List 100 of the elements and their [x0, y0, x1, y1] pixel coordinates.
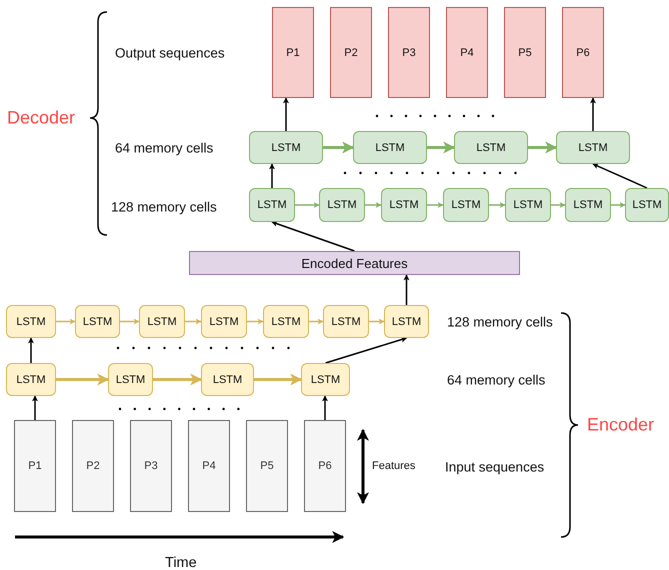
node-label: P1: [286, 46, 300, 58]
node-label: LSTM: [392, 316, 422, 328]
lstm-cell: [319, 188, 365, 222]
row-label: Output sequences: [115, 46, 225, 60]
arrow: [56, 318, 76, 324]
lstm-cell: [556, 131, 630, 164]
node-label: P6: [576, 46, 590, 58]
node-label: LSTM: [209, 316, 239, 328]
lstm-cell: [323, 305, 369, 338]
lstm-cell: [6, 363, 56, 396]
lstm-cell: [565, 188, 611, 222]
node-label: LSTM: [16, 374, 46, 386]
arrow: [369, 318, 385, 324]
output-block: [388, 7, 430, 98]
arrow: [120, 318, 140, 324]
lstm-cell: [384, 305, 429, 338]
section-title: Encoder: [587, 414, 654, 436]
node-label: P3: [402, 46, 416, 58]
node-label: LSTM: [271, 316, 301, 328]
arrow: [247, 318, 264, 324]
node-label: P2: [344, 46, 358, 58]
node-label: LSTM: [82, 316, 112, 328]
arrow: [269, 163, 275, 188]
row-label: Input sequences: [445, 460, 544, 474]
node-label: LSTM: [16, 316, 46, 328]
lstm-cell: [108, 363, 153, 396]
node-label: LSTM: [212, 374, 242, 386]
input-block: [188, 420, 230, 512]
lstm-cell: [301, 363, 350, 396]
axis-label: Time: [165, 555, 197, 570]
arrow: [309, 318, 324, 324]
node-label: LSTM: [573, 199, 603, 211]
node-label: LSTM: [375, 142, 405, 154]
arrow: [295, 202, 320, 208]
arrow: [153, 374, 202, 386]
lstm-cell: [201, 305, 247, 338]
arrow: [254, 374, 302, 386]
node-label: LSTM: [389, 199, 419, 211]
output-block: [504, 7, 546, 98]
lstm-cell: [353, 131, 427, 164]
node-label: LSTM: [513, 199, 543, 211]
arrow: [590, 97, 596, 131]
lstm-cell: [381, 188, 427, 222]
output-block: [330, 7, 372, 98]
input-block: [72, 420, 114, 512]
node-label: LSTM: [331, 316, 361, 328]
lstm-cell: [625, 188, 669, 222]
input-block: [14, 420, 56, 512]
arrow: [56, 374, 110, 386]
node-label: LSTM: [310, 374, 340, 386]
arrow: [322, 395, 328, 420]
arrow: [185, 318, 202, 324]
node-label: LSTM: [116, 374, 146, 386]
node-label: LSTM: [327, 199, 357, 211]
row-label: 64 memory cells: [447, 372, 546, 388]
node-label: LSTM: [632, 199, 662, 211]
node-label: Encoded Features: [301, 256, 408, 270]
node-label: P1: [28, 460, 42, 472]
lstm-cell: [201, 363, 254, 396]
lstm-cell: [6, 305, 56, 338]
arrow: [404, 274, 410, 305]
node-label: LSTM: [147, 316, 177, 328]
output-block: [562, 7, 604, 98]
arrow: [325, 336, 408, 364]
arrow: [528, 142, 558, 154]
input-block: [304, 420, 346, 512]
node-label: P6: [318, 460, 332, 472]
output-block: [446, 7, 488, 98]
lstm-cell: [249, 131, 323, 164]
node-label: LSTM: [257, 199, 287, 211]
row-label: 128 memory cells: [447, 314, 553, 330]
node-label: P3: [144, 460, 158, 472]
arrow: [489, 202, 506, 208]
arrow: [32, 395, 38, 420]
node-label: LSTM: [451, 199, 481, 211]
lstm-cell: [249, 188, 295, 222]
lstm-cell: [139, 305, 185, 338]
arrow: [551, 202, 566, 208]
node-label: P2: [86, 460, 100, 472]
node-label: LSTM: [578, 142, 608, 154]
arrow: [323, 142, 354, 154]
node-label: P5: [260, 460, 274, 472]
row-label: 128 memory cells: [111, 200, 217, 214]
feature-bar: [189, 251, 520, 275]
arrow: [427, 202, 444, 208]
lstm-cell: [75, 305, 120, 338]
lstm-cell: [443, 188, 489, 222]
lstm-cell: [454, 131, 528, 164]
arrow: [28, 337, 34, 363]
input-block: [130, 420, 172, 512]
arrow: [283, 97, 289, 131]
node-label: P4: [202, 460, 216, 472]
arrow: [271, 220, 355, 252]
axis-label: Features: [372, 460, 416, 472]
arrow: [365, 202, 382, 208]
input-block: [246, 420, 288, 512]
lstm-cell: [263, 305, 309, 338]
node-label: LSTM: [271, 142, 301, 154]
lstm-cell: [505, 188, 551, 222]
arrow: [427, 142, 456, 154]
